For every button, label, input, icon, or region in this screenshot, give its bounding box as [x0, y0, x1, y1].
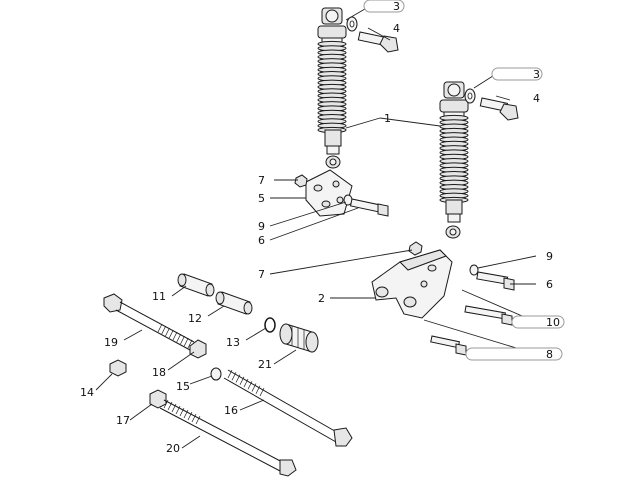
- svg-text:16: 16: [224, 404, 238, 417]
- callout-14: 14: [80, 386, 94, 399]
- callout-11: 11: [152, 290, 166, 303]
- callout-21: 21: [258, 358, 272, 371]
- callouts: 3 4 3 4 1 7 5 9 6 9 7: [80, 0, 565, 455]
- svg-text:4: 4: [393, 22, 400, 35]
- callout-3-top: 3: [363, 0, 405, 13]
- svg-text:11: 11: [152, 290, 166, 303]
- svg-text:19: 19: [104, 336, 118, 349]
- left-shock-bracket: [294, 169, 389, 217]
- callout-13: 13: [226, 336, 240, 349]
- svg-text:9: 9: [546, 250, 553, 263]
- svg-text:6: 6: [546, 278, 553, 291]
- left-shock-absorber: [317, 7, 399, 169]
- callout-5: 5: [258, 192, 265, 205]
- callout-16: 16: [224, 404, 238, 417]
- callout-1: 1: [384, 112, 391, 125]
- svg-text:15: 15: [176, 380, 190, 393]
- svg-text:4: 4: [533, 92, 540, 105]
- callout-4-top: 4: [393, 22, 400, 35]
- callout-9-right: 9: [546, 250, 553, 263]
- svg-text:8: 8: [546, 348, 553, 361]
- circlip-13: [264, 317, 276, 333]
- callout-15: 15: [176, 380, 190, 393]
- svg-text:7: 7: [258, 268, 265, 281]
- right-shock-absorber: [439, 81, 519, 239]
- callout-7-left: 7: [258, 174, 265, 187]
- svg-text:3: 3: [533, 68, 540, 81]
- svg-text:21: 21: [258, 358, 272, 371]
- svg-text:10: 10: [546, 316, 560, 329]
- washer-15: [210, 367, 222, 381]
- svg-text:18: 18: [152, 366, 166, 379]
- svg-text:9: 9: [258, 220, 265, 233]
- callout-17: 17: [116, 414, 130, 427]
- right-shock-bracket: [371, 241, 515, 356]
- svg-text:20: 20: [166, 442, 180, 455]
- svg-text:3: 3: [393, 0, 400, 13]
- callout-9-left: 9: [258, 220, 265, 233]
- bolt-16: [223, 369, 353, 447]
- svg-text:5: 5: [258, 192, 265, 205]
- pin-11: [177, 273, 215, 297]
- callout-3-right: 3: [491, 67, 543, 81]
- svg-text:1: 1: [384, 112, 391, 125]
- callout-12: 12: [188, 312, 202, 325]
- nut-18: [189, 339, 207, 359]
- callout-19: 19: [104, 336, 118, 349]
- bush-21: [279, 323, 319, 353]
- callout-6-left: 6: [258, 234, 265, 247]
- callout-6-right: 6: [546, 278, 553, 291]
- nut-14: [109, 359, 127, 377]
- svg-text:17: 17: [116, 414, 130, 427]
- callout-20: 20: [166, 442, 180, 455]
- bolt-20: [149, 389, 297, 477]
- svg-text:6: 6: [258, 234, 265, 247]
- callout-8: 8: [465, 347, 563, 361]
- svg-text:14: 14: [80, 386, 94, 399]
- svg-text:7: 7: [258, 174, 265, 187]
- callout-4-right: 4: [533, 92, 540, 105]
- svg-text:12: 12: [188, 312, 202, 325]
- callout-7-right: 7: [258, 268, 265, 281]
- svg-text:13: 13: [226, 336, 240, 349]
- pin-12: [215, 291, 253, 315]
- callout-10: 10: [511, 315, 565, 329]
- svg-text:2: 2: [318, 292, 325, 305]
- callout-2: 2: [318, 292, 325, 305]
- bolt-19: [103, 293, 195, 351]
- callout-18: 18: [152, 366, 166, 379]
